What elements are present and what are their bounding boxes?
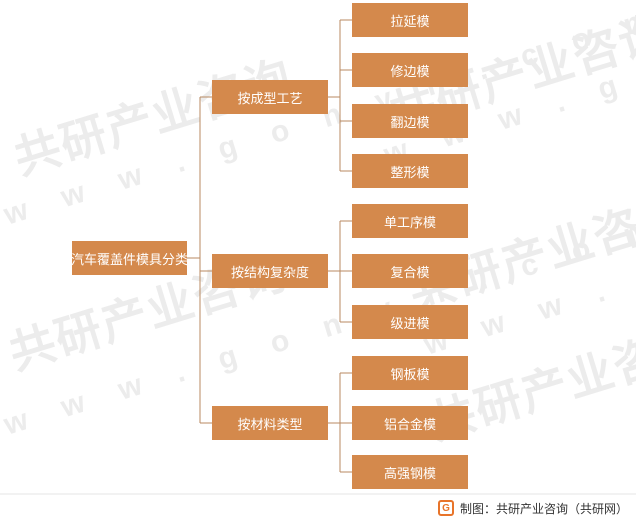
leaf-node-trimming-die: 修边模 [352, 53, 468, 87]
footer-text: 制图：共研产业咨询（共研网） [459, 501, 628, 516]
leaf-node-aluminum-alloy-die: 铝合金模 [352, 406, 468, 440]
leaf-node-flanging-die: 翻边模 [352, 104, 468, 138]
root-node: 汽车覆盖件模具分类 [71, 241, 188, 275]
footer-source: G 制图：共研产业咨询（共研网） [437, 497, 628, 519]
leaf-node-progressive-die: 级进模 [352, 305, 468, 339]
group-node-structure-complexity: 按结构复杂度 [212, 254, 328, 288]
group-node-forming-process: 按成型工艺 [212, 80, 328, 114]
leaf-node-high-strength-steel-die: 高强钢模 [352, 455, 468, 489]
leaf-node-single-process-die: 单工序模 [352, 204, 468, 238]
leaf-node-restrike-die: 整形模 [352, 154, 468, 188]
gonyn-logo-icon: G [437, 500, 454, 516]
group-node-material-type: 按材料类型 [212, 406, 328, 440]
leaf-node-compound-die: 复合模 [352, 254, 468, 288]
leaf-node-steel-sheet-die: 钢板模 [352, 356, 468, 390]
leaf-node-drawing-die: 拉延模 [352, 3, 468, 37]
